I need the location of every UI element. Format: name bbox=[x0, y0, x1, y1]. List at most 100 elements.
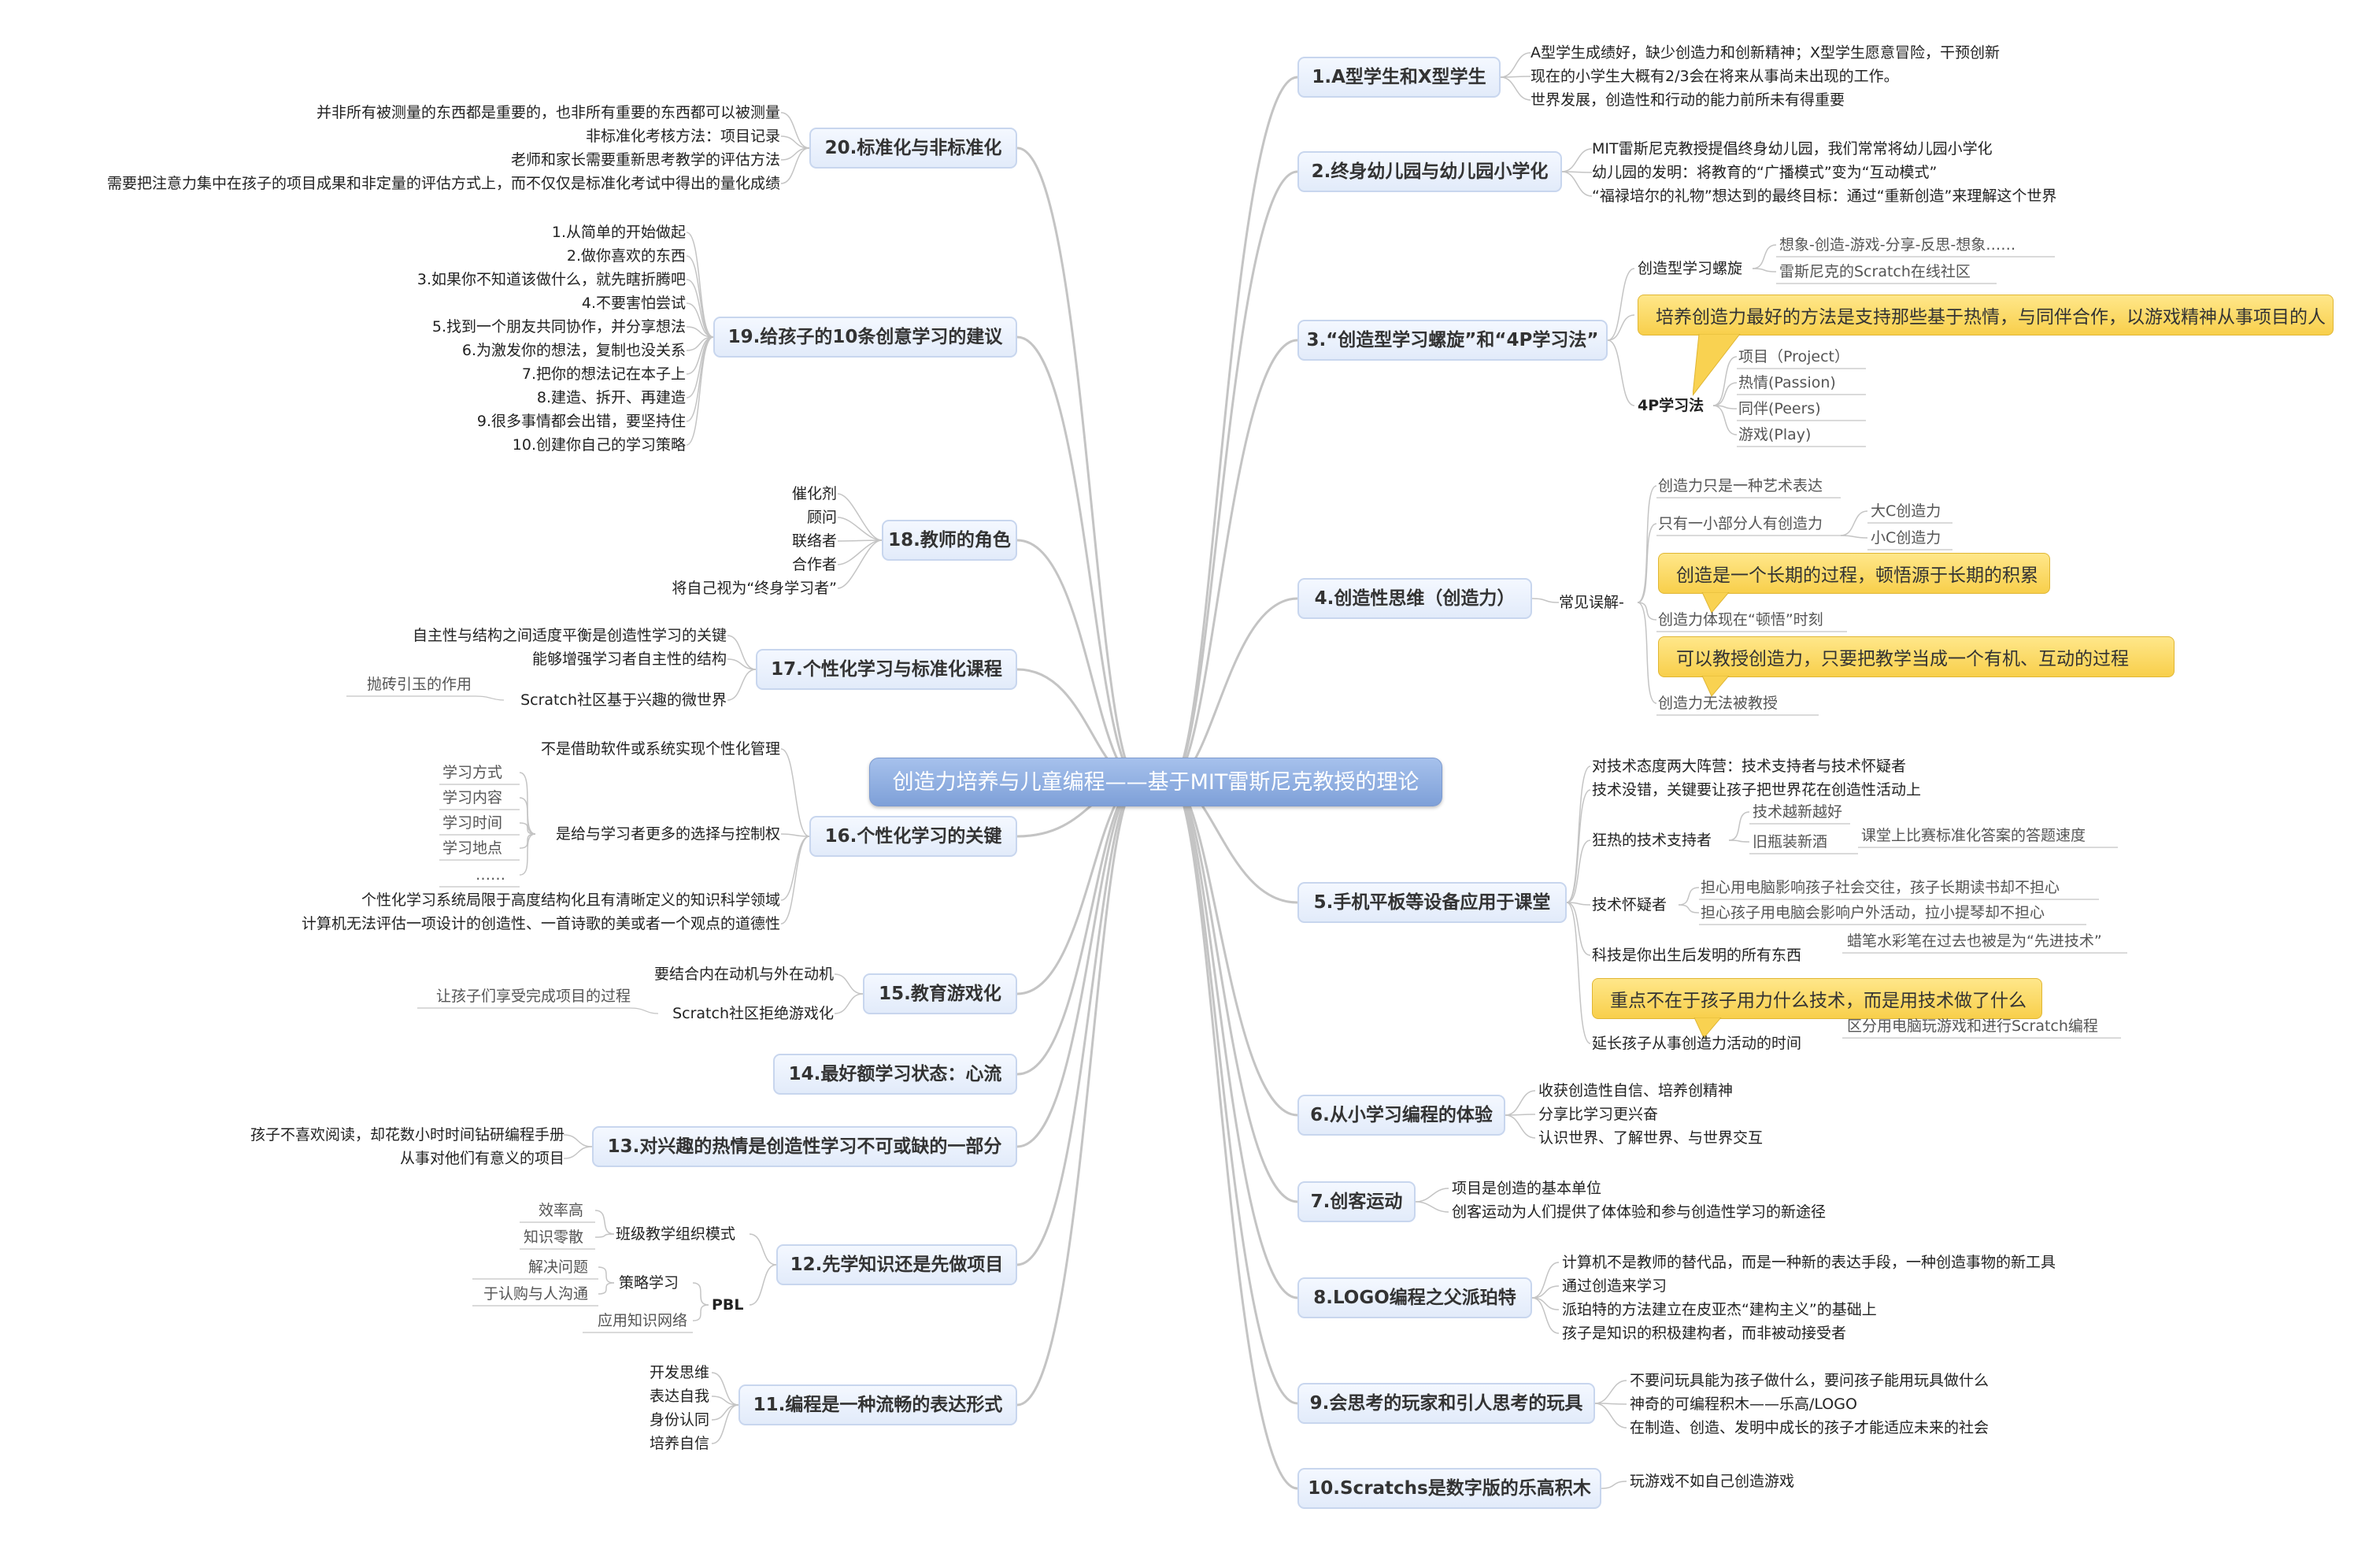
b12p-0 bbox=[692, 1282, 709, 1306]
b8-2 bbox=[1531, 1297, 1560, 1310]
b11-3 bbox=[711, 1404, 739, 1444]
b17-2 bbox=[727, 669, 757, 701]
b7-1 bbox=[1415, 1201, 1449, 1213]
branch-3[interactable]: 3.“创造型学习螺旋”和“4P学习法” bbox=[1297, 320, 1608, 361]
b2-0 bbox=[1561, 148, 1593, 172]
branch-20[interactable]: 20.标准化与非标准化 bbox=[809, 128, 1017, 169]
branch-8[interactable]: 8.LOGO编程之父派珀特 bbox=[1297, 1277, 1532, 1318]
b1-item-2: 现在的小学生大概有2/3会在将来从事尚未出现的工作。 bbox=[1531, 67, 1899, 85]
b5-2 bbox=[1566, 840, 1591, 903]
branch-19[interactable]: 19.给孩子的10条创意学习的建议 bbox=[713, 317, 1017, 358]
b18-0 bbox=[837, 493, 883, 541]
b4b-0 bbox=[1840, 510, 1868, 536]
b16-2 bbox=[780, 836, 810, 901]
branch-5[interactable]: 5.手机平板等设备应用于课堂 bbox=[1297, 882, 1567, 923]
b5-extend-sub: 区分用电脑玩游戏和进行Scratch编程 bbox=[1847, 1017, 2098, 1035]
b11-0 bbox=[711, 1372, 739, 1406]
central-topic[interactable]: 创造力培养与儿童编程——基于MIT雷斯尼克教授的理论 bbox=[869, 758, 1442, 806]
trunk-right-2 bbox=[1170, 170, 1298, 783]
b16-b-item-2: 学习内容 bbox=[442, 788, 503, 806]
b3-spiral: 创造型学习螺旋 bbox=[1638, 259, 1743, 277]
branch-2[interactable]: 2.终身幼儿园与幼儿园小学化 bbox=[1297, 151, 1562, 192]
b19-item-6: 6.为激发你的想法，复制也没关系 bbox=[461, 341, 686, 359]
b16-a: 不是借助软件或系统实现个性化管理 bbox=[540, 739, 780, 758]
b4-callout-1-pointer bbox=[1701, 592, 1730, 613]
b19-2 bbox=[686, 279, 714, 338]
branch-6[interactable]: 6.从小学习编程的体验 bbox=[1297, 1095, 1505, 1136]
b17-item-1: 自主性与结构之间适度平衡是创造性学习的关键 bbox=[412, 626, 727, 644]
b18-3 bbox=[837, 539, 883, 565]
b4-item-b: 只有一小部分人有创造力 bbox=[1658, 514, 1823, 532]
b3-spiral-item-1: 想象-创造-游戏-分享-反思-想象…… bbox=[1779, 235, 2016, 254]
b19-item-3: 3.如果你不知道该做什么，就先瞎折腾吧 bbox=[416, 270, 686, 288]
branch-16[interactable]: 16.个性化学习的关键 bbox=[809, 816, 1017, 857]
b17-sub: 抛砖引玉的作用 bbox=[366, 675, 472, 693]
b2-item-3: “福禄培尔的礼物”想达到的最终目标：通过“重新创造”来理解这个世界 bbox=[1592, 187, 2057, 205]
b3-spiral-item-2: 雷斯尼克的Scratch在线社区 bbox=[1779, 262, 1971, 280]
b12c-0 bbox=[594, 1210, 615, 1235]
b18-item-2: 顾问 bbox=[806, 508, 837, 526]
b6-item-1: 收获创造性自信、培养创精神 bbox=[1538, 1081, 1734, 1099]
b3-2 bbox=[1607, 339, 1635, 406]
b3p-1 bbox=[1712, 382, 1738, 406]
b5f-1 bbox=[1728, 840, 1750, 843]
b9-item-3: 在制造、创造、发明中成长的孩子才能适应未来的社会 bbox=[1630, 1418, 1990, 1436]
branch-10[interactable]: 10.Scratchs是数字版的乐高积木 bbox=[1297, 1468, 1601, 1509]
branch-13[interactable]: 13.对兴趣的热情是创造性学习不可或缺的一部分 bbox=[592, 1126, 1017, 1167]
b5s-1 bbox=[1678, 904, 1700, 914]
b20-0 bbox=[780, 112, 810, 149]
b5-0 bbox=[1566, 765, 1591, 903]
branch-15[interactable]: 15.教育游戏化 bbox=[863, 973, 1017, 1014]
b12-pbl: PBL bbox=[712, 1295, 744, 1314]
trunk-right-1 bbox=[1170, 76, 1298, 783]
b18-2 bbox=[837, 539, 883, 542]
branch-9[interactable]: 9.会思考的玩家和引人思考的玩具 bbox=[1297, 1383, 1595, 1424]
b19-item-7: 7.把你的想法记在本子上 bbox=[521, 365, 686, 383]
b19-item-4: 4.不要害怕尝试 bbox=[581, 294, 686, 312]
b13-item-2: 从事对他们有意义的项目 bbox=[399, 1149, 564, 1167]
b7-item-2: 创客运动为人们提供了体体验和参与创造性学习的新途径 bbox=[1452, 1203, 1827, 1221]
b8-item-4: 孩子是知识的积极建构者，而非被动接受者 bbox=[1562, 1324, 1847, 1342]
b5-callout: 重点不在于孩子用力什么技术，而是用技术做了什么 bbox=[1592, 978, 2042, 1019]
trunk-right-9 bbox=[1170, 780, 1298, 1405]
branch-4[interactable]: 4.创造性思维（创造力） bbox=[1297, 578, 1532, 619]
b19-item-5: 5.找到一个朋友共同协作，并分享想法 bbox=[431, 317, 686, 335]
b11-item-1: 开发思维 bbox=[649, 1363, 709, 1381]
branch-12[interactable]: 12.先学知识还是先做项目 bbox=[776, 1244, 1017, 1285]
b17-item-2: 能够增强学习者自主性的结构 bbox=[531, 650, 727, 668]
b3-4p-item-3: 同伴(Peers) bbox=[1738, 399, 1821, 417]
b4-callout-2-pointer bbox=[1701, 676, 1730, 697]
b3p-0 bbox=[1712, 356, 1738, 406]
b4-item-b-2: 小C创造力 bbox=[1871, 528, 1941, 547]
b17-item-3: Scratch社区基于兴趣的微世界 bbox=[520, 691, 727, 709]
trunk-left-10 bbox=[1016, 780, 1140, 1407]
b15-1 bbox=[834, 993, 864, 1014]
trunk-left-1 bbox=[1016, 146, 1140, 783]
branch-18[interactable]: 18.教师的角色 bbox=[882, 520, 1017, 561]
b13-1 bbox=[563, 1146, 593, 1159]
b3s-1 bbox=[1752, 268, 1777, 272]
b20-item-2: 非标准化考核方法：项目记录 bbox=[585, 127, 780, 145]
b12-class-mode: 班级教学组织模式 bbox=[616, 1225, 736, 1243]
branch-7[interactable]: 7.创客运动 bbox=[1297, 1181, 1416, 1222]
b16-3 bbox=[780, 836, 810, 925]
b4-item-a: 创造力只是一种艺术表达 bbox=[1658, 476, 1823, 495]
b16-b-item-1: 学习方式 bbox=[442, 763, 503, 781]
b5-4 bbox=[1566, 902, 1591, 956]
branch-14[interactable]: 14.最好额学习状态：心流 bbox=[773, 1054, 1017, 1095]
b3-callout-pointer bbox=[1693, 334, 1741, 396]
b20-2 bbox=[780, 147, 810, 161]
b5-3 bbox=[1566, 902, 1591, 906]
branch-1[interactable]: 1.A型学生和X型学生 bbox=[1297, 57, 1501, 98]
b4-callout-1: 创造是一个长期的过程，顿悟源于长期的积累 bbox=[1658, 553, 2050, 594]
b16-b-item-5: …… bbox=[476, 865, 505, 884]
branch-17[interactable]: 17.个性化学习与标准化课程 bbox=[756, 649, 1017, 690]
b6-item-2: 分享比学习更兴奋 bbox=[1538, 1105, 1659, 1123]
b15-0 bbox=[834, 973, 864, 995]
b4-item-b-1: 大C创造力 bbox=[1871, 502, 1941, 520]
b5-line-2: 技术没错，关键要让孩子把世界花在创造性活动上 bbox=[1592, 780, 1922, 799]
branch-11[interactable]: 11.编程是一种流畅的表达形式 bbox=[738, 1384, 1017, 1425]
b12p-1 bbox=[692, 1304, 709, 1321]
b11-2 bbox=[711, 1404, 739, 1421]
b10-item-1: 玩游戏不如自己创造游戏 bbox=[1630, 1472, 1795, 1490]
